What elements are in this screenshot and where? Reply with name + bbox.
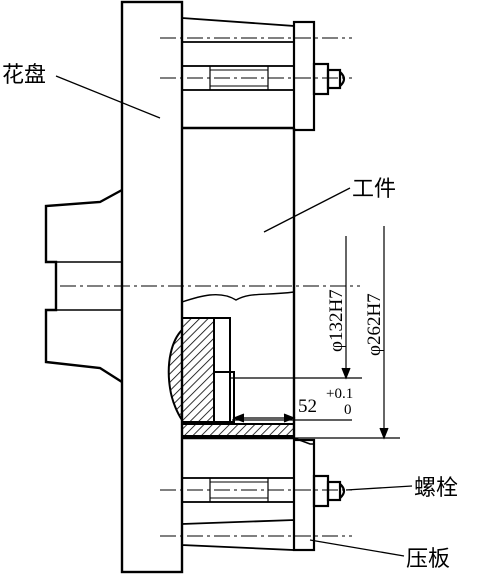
dimension-lines (230, 226, 400, 440)
leader-lines (55, 75, 413, 557)
leader-faceplate (55, 75, 161, 119)
dim-depth: 52 (298, 396, 317, 417)
faceplate (44, 0, 184, 574)
leader-bolt (345, 485, 413, 491)
faceplate-body (120, 0, 184, 574)
center-lines (60, 37, 360, 537)
dim-tol-upper: +0.1 (326, 386, 353, 402)
dim-bore-large: φ262H7 (364, 293, 385, 356)
locating-section (167, 317, 295, 437)
bottom-bolt-assembly (181, 437, 346, 552)
dim-tol-lower: 0 (344, 402, 352, 418)
label-faceplate: 花盘 (2, 63, 46, 88)
label-clamp-plate: 压板 (406, 547, 450, 572)
label-workpiece: 工件 (352, 177, 396, 202)
workpiece (181, 126, 296, 440)
leader-clamp-plate (309, 539, 405, 557)
top-bolt-assembly (181, 17, 346, 132)
dim-bore-small: φ132H7 (326, 289, 347, 352)
leader-workpiece (263, 187, 351, 233)
label-bolt: 螺栓 (414, 476, 458, 501)
faceplate-hub (44, 188, 123, 384)
